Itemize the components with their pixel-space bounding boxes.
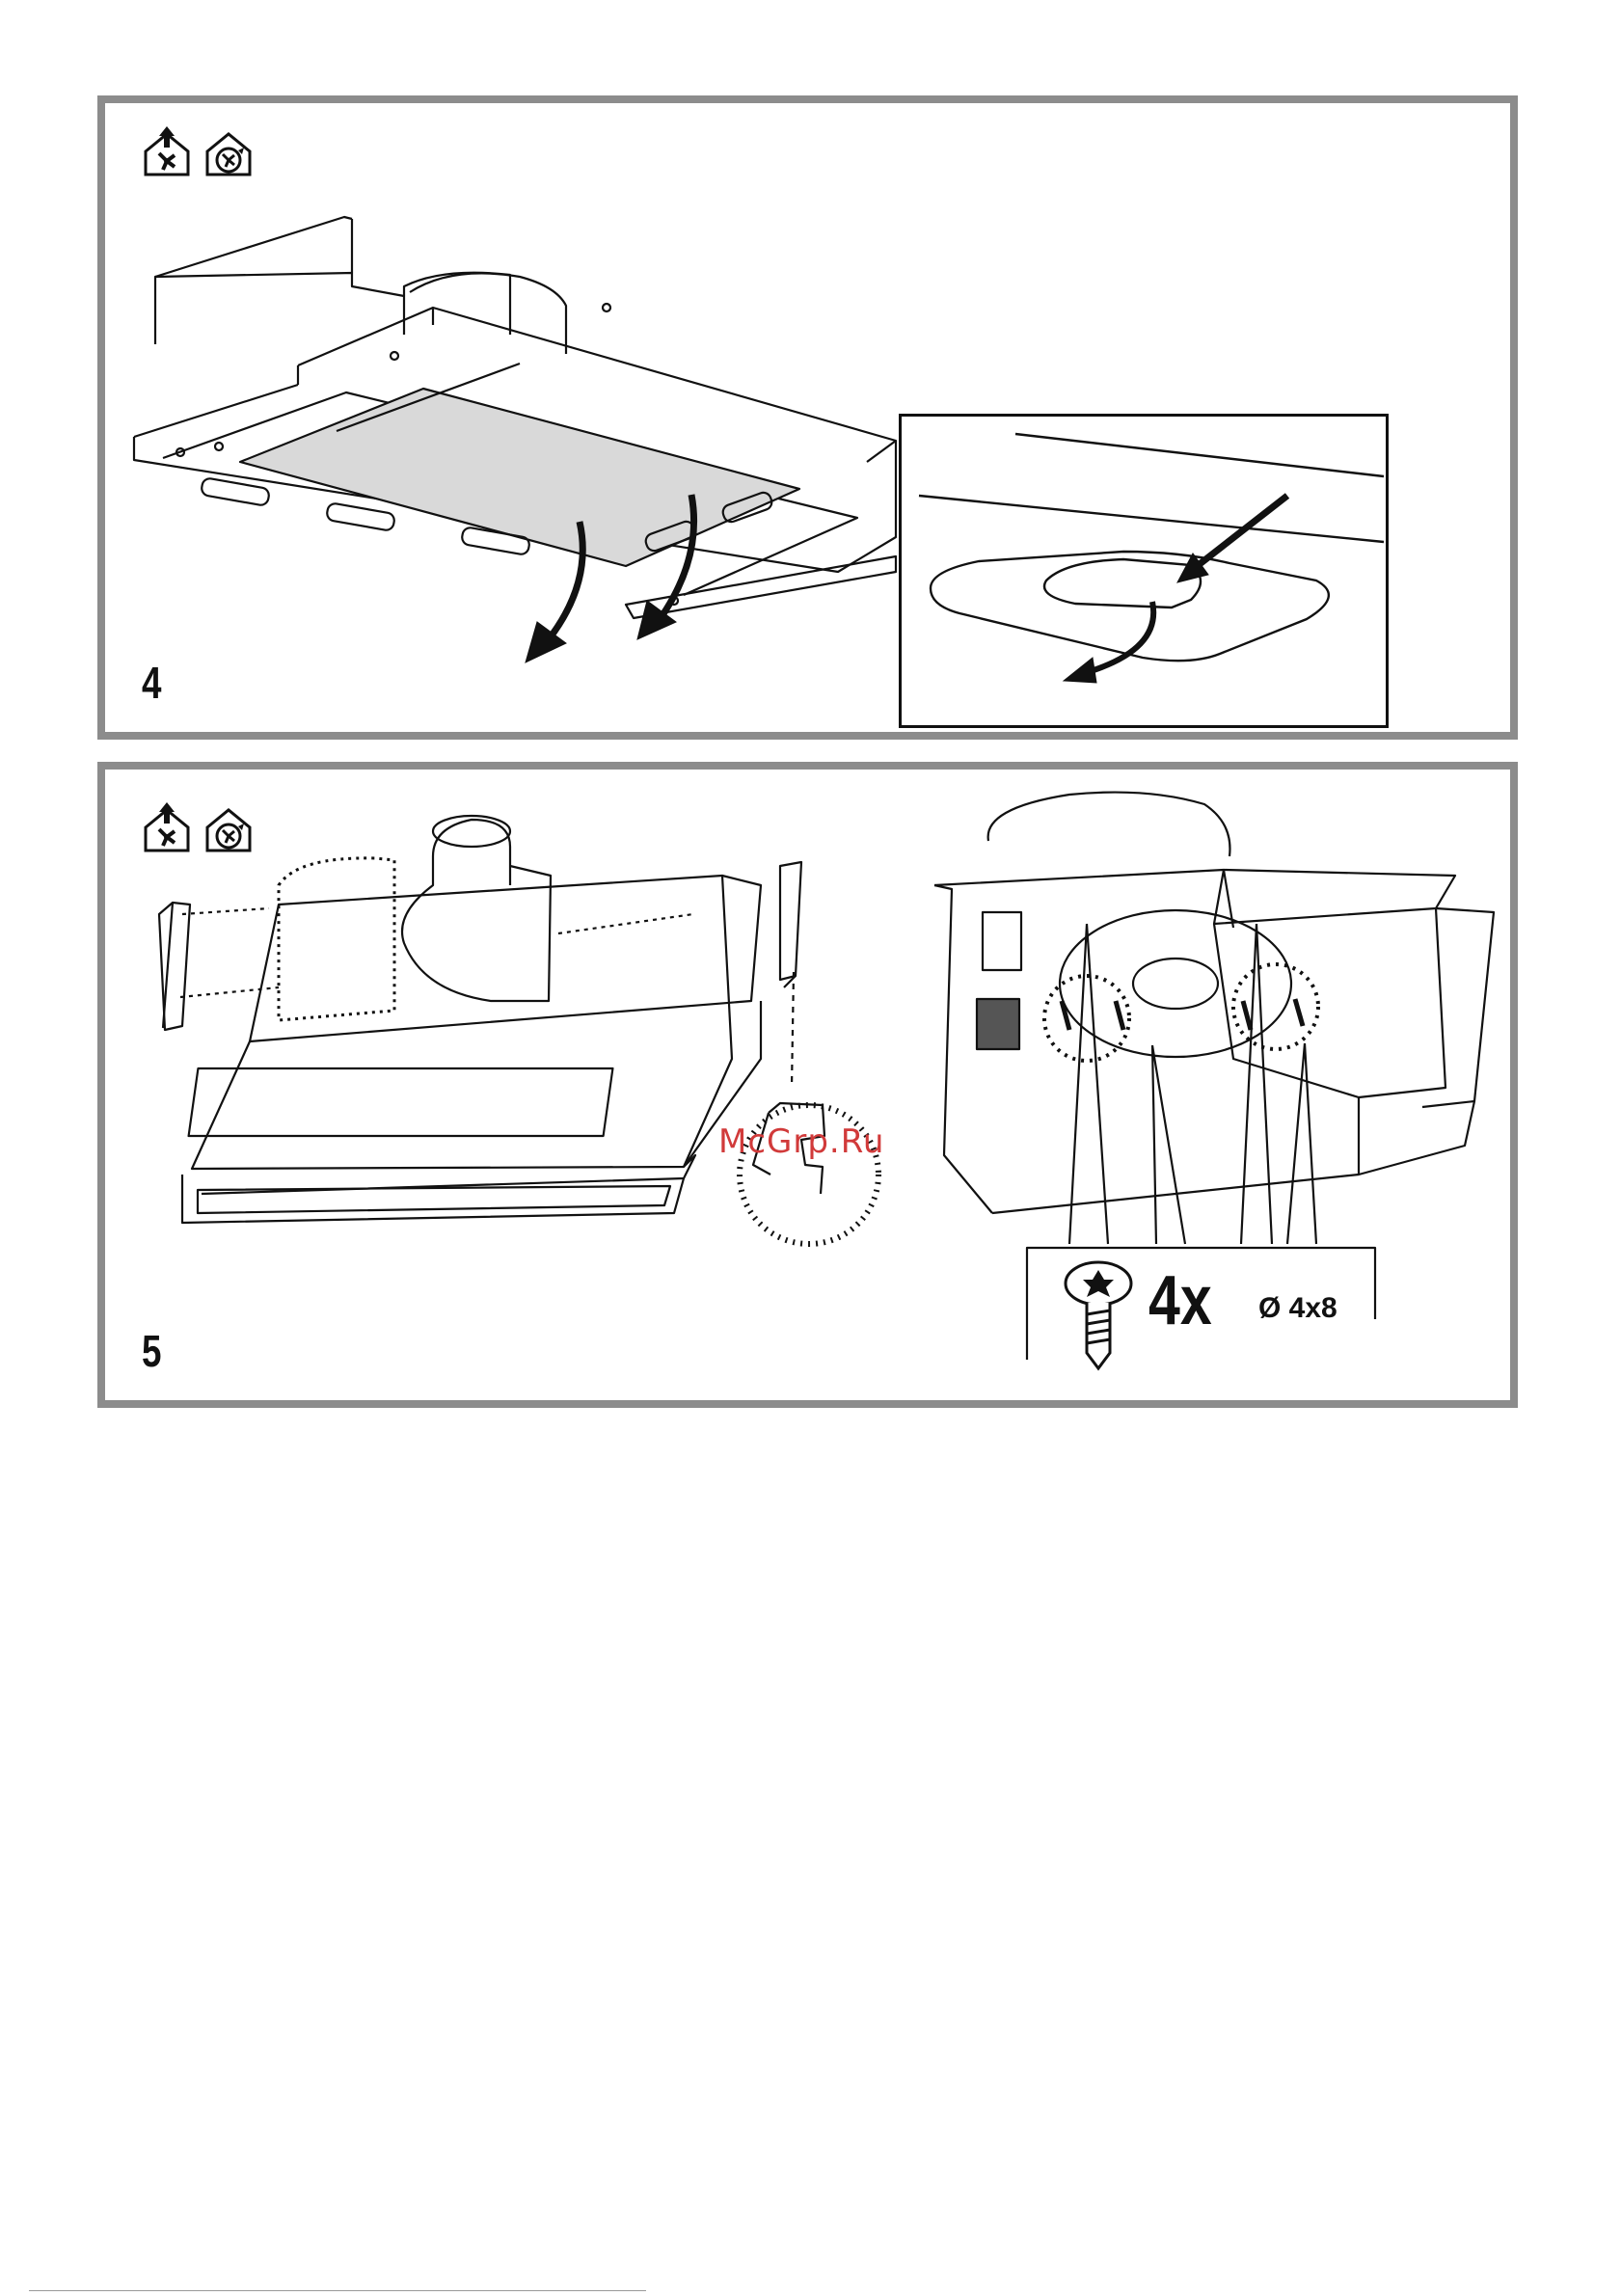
filter-latch-detail-inset: [899, 414, 1389, 728]
screw-quantity: 4x: [1148, 1261, 1212, 1340]
screw-size: Ø 4x8: [1258, 1292, 1337, 1325]
torx-screw-icon: [1060, 1256, 1137, 1372]
page-edge-rule: [29, 2290, 646, 2291]
step-5-panel: 4x Ø 4x8 McGrp.Ru 5: [97, 762, 1518, 1408]
step-number: 4: [142, 657, 161, 709]
filter-latch-detail-drawing: [902, 417, 1386, 725]
step-number: 5: [142, 1325, 161, 1377]
step-4-panel: 4: [97, 95, 1518, 740]
watermark: McGrp.Ru: [718, 1122, 884, 1161]
